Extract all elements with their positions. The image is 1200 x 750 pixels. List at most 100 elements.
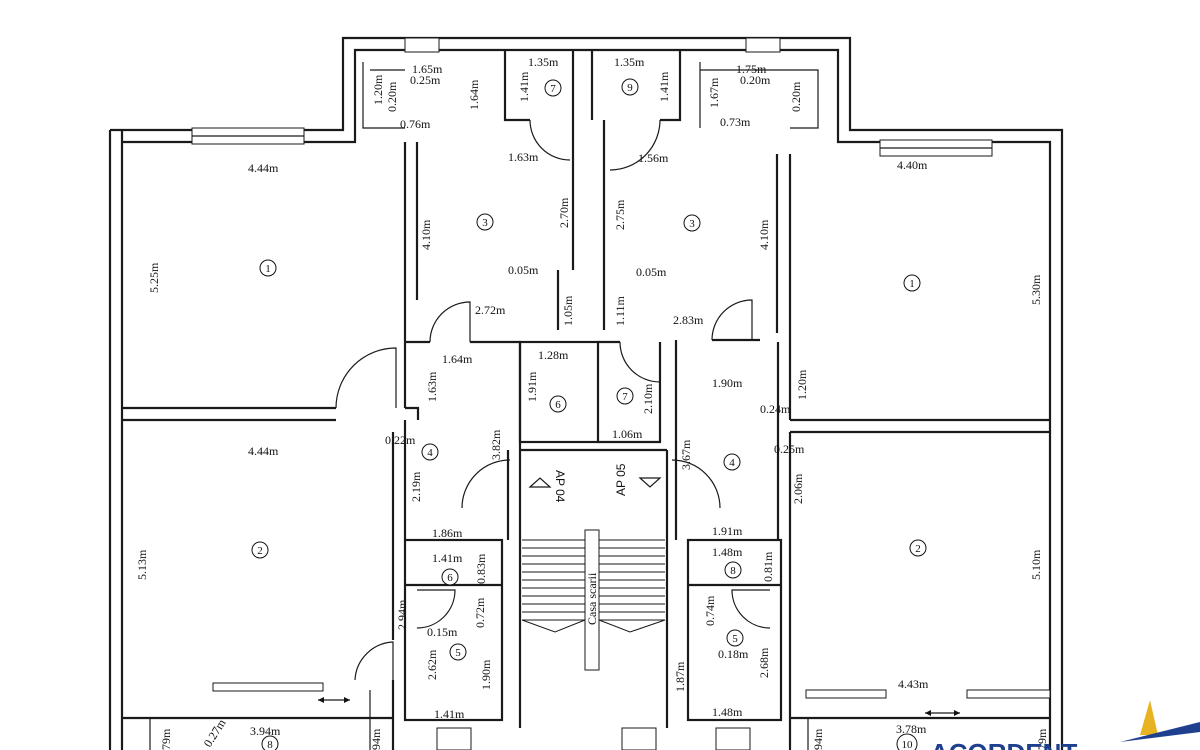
dimension-label: 2.83m xyxy=(673,313,704,327)
dimension-label: 0.81m xyxy=(761,551,775,582)
room-marker: 5 xyxy=(726,629,744,647)
dimension-label: 0.05m xyxy=(508,263,539,277)
dimension-label: 3.78m xyxy=(896,722,927,736)
logo-text: ACORDENT xyxy=(930,738,1077,750)
dimension-label: 1.87m xyxy=(673,661,687,692)
svg-text:2: 2 xyxy=(257,545,263,557)
dimension-label: 1.67m xyxy=(707,77,721,108)
windows xyxy=(191,37,1051,750)
svg-text:6: 6 xyxy=(555,399,561,411)
dimension-labels: 1.65m 0.25m 0.76m 1.35m 1.35m 1.75m 0.20… xyxy=(248,55,929,738)
room-marker: 2 xyxy=(251,541,269,559)
dimension-label: 2.70m xyxy=(557,197,571,228)
dimension-label: 1.41m xyxy=(432,551,463,565)
dimension-label: 4.10m xyxy=(419,219,433,250)
svg-text:4: 4 xyxy=(729,457,735,469)
svg-text:8: 8 xyxy=(267,739,273,750)
dimension-label: 1.11m xyxy=(613,295,627,326)
svg-text:2: 2 xyxy=(915,543,921,555)
dimension-label: 2.06m xyxy=(791,473,805,504)
dimension-label: 1.64m xyxy=(442,352,473,366)
dimension-label: 0.20m xyxy=(385,81,399,112)
dimension-label: 4.43m xyxy=(898,677,929,691)
dimension-label: 1.20m xyxy=(371,74,385,105)
dimension-label: 1.90m xyxy=(479,659,493,690)
room-marker: 7 xyxy=(544,79,562,97)
dimension-label: 1.63m xyxy=(508,150,539,164)
logo: ACORDENT xyxy=(930,700,1200,750)
dimension-label: 0.05m xyxy=(636,265,667,279)
logo-star-icon xyxy=(1140,700,1158,735)
dimension-label: 1.65m xyxy=(412,62,443,76)
room-marker: 6 xyxy=(441,568,459,586)
dimension-label: 2.72m xyxy=(475,303,506,317)
svg-text:1: 1 xyxy=(265,263,271,275)
sliding-arrows xyxy=(318,697,960,716)
room-marker: 3 xyxy=(476,213,494,231)
room-marker: 9 xyxy=(621,78,639,96)
dimension-label: 0.18m xyxy=(718,647,749,661)
stairs-label: Casa scarii xyxy=(585,572,599,625)
stairs xyxy=(521,529,666,671)
room-marker: 5 xyxy=(449,643,467,661)
svg-text:5: 5 xyxy=(455,647,461,659)
dimension-label: 1.91m xyxy=(712,524,743,538)
dimension-label: 0.74m xyxy=(703,595,717,626)
room-marker: 7 xyxy=(616,387,634,405)
dimension-label: 0.20m xyxy=(789,81,803,112)
dimension-label: 1.48m xyxy=(712,705,743,719)
dimension-label: 3.82m xyxy=(489,429,503,460)
dimension-label: 5.13m xyxy=(135,549,149,580)
room-marker: 10 xyxy=(896,733,918,750)
dimension-label: 1.35m xyxy=(528,55,559,69)
room-marker: 6 xyxy=(549,395,567,413)
svg-text:7: 7 xyxy=(550,83,556,95)
dimension-label: 1.06m xyxy=(612,427,643,441)
dimension-label: 94m xyxy=(369,728,383,750)
interior-walls xyxy=(122,50,1050,750)
dimension-label: 0.83m xyxy=(474,553,488,584)
room-marker: 1 xyxy=(259,259,277,277)
room-marker: 4 xyxy=(421,443,439,461)
dimension-label: 79m xyxy=(1035,728,1049,750)
room-marker: 2 xyxy=(909,539,927,557)
dimension-label: 1.48m xyxy=(712,545,743,559)
dimension-label: 0.76m xyxy=(400,117,431,131)
room-marker: 8 xyxy=(261,735,279,750)
room-markers: 1 2 3 4 5 6 7 8 1 2 3 4 5 6 7 8 9 10 xyxy=(251,78,927,750)
dimension-label: 0.20m xyxy=(740,73,771,87)
svg-text:10: 10 xyxy=(902,739,914,750)
dimension-label: 2.62m xyxy=(425,649,439,680)
svg-text:6: 6 xyxy=(447,572,453,584)
dimension-label: 1.41m xyxy=(434,707,465,721)
dimension-label: 0.27m xyxy=(201,716,229,750)
dimension-label: 0.15m xyxy=(427,625,458,639)
dimension-labels-vertical: 1.20m 0.20m 1.64m 1.41m 1.41m 1.67m 0.20… xyxy=(135,71,1049,750)
dimension-label: 3.94m xyxy=(250,724,281,738)
dimension-label: 4.44m xyxy=(248,161,279,175)
dimension-label: 3.67m xyxy=(679,439,693,470)
dimension-label: 1.05m xyxy=(561,295,575,326)
dimension-label: 1.28m xyxy=(538,348,569,362)
dimension-label: 4.10m xyxy=(757,219,771,250)
room-marker: 3 xyxy=(683,214,701,232)
dimension-label: 1.35m xyxy=(614,55,645,69)
logo-swoosh-icon xyxy=(1120,722,1200,742)
dimension-label: 4.44m xyxy=(248,444,279,458)
room-marker: 4 xyxy=(723,453,741,471)
ap05-label: AP 05 xyxy=(614,463,628,496)
svg-text:8: 8 xyxy=(730,565,736,577)
dimension-label: 4.40m xyxy=(897,158,928,172)
dimension-label: 1.41m xyxy=(517,71,531,102)
dimension-label: 1.64m xyxy=(467,79,481,110)
svg-text:9: 9 xyxy=(627,82,633,94)
room-marker: 1 xyxy=(903,274,921,292)
svg-text:3: 3 xyxy=(482,217,488,229)
svg-text:3: 3 xyxy=(689,218,695,230)
dimension-label: 2.75m xyxy=(613,199,627,230)
svg-text:1: 1 xyxy=(909,278,915,290)
outer-walls xyxy=(108,36,1064,750)
dimension-label: 79m xyxy=(159,728,173,750)
dimension-label: 1.63m xyxy=(425,371,439,402)
